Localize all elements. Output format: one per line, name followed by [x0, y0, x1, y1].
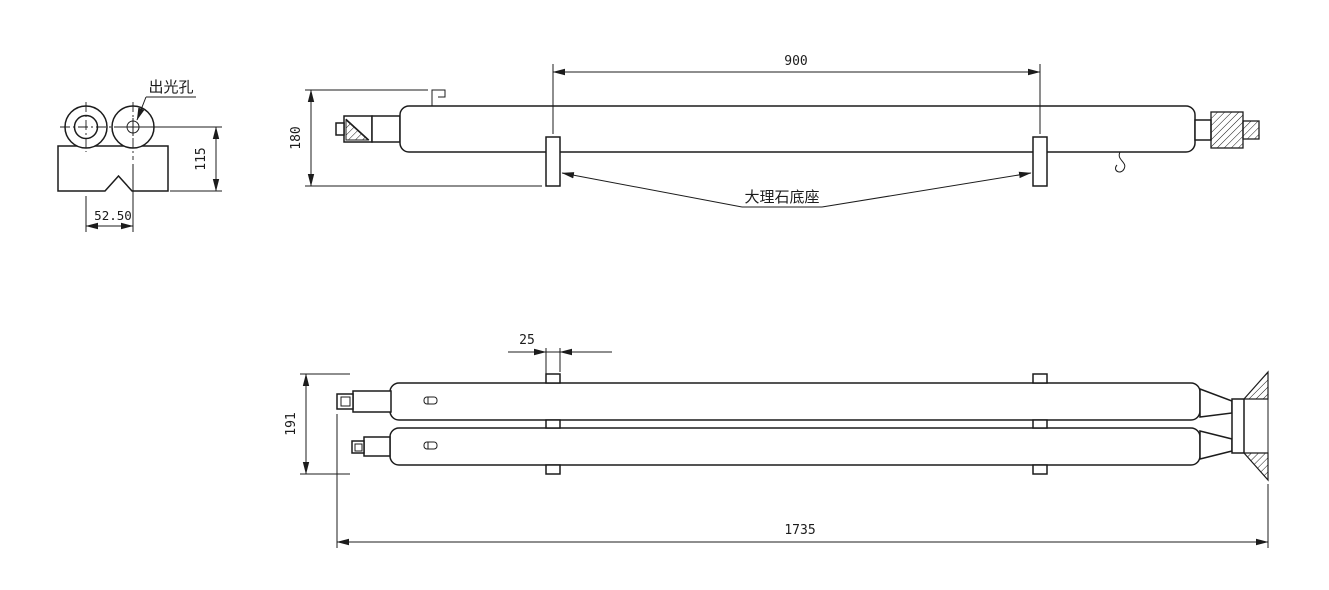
- light-exit-hole-callout: 出光孔: [136, 78, 196, 121]
- base-tab: [545, 419, 561, 429]
- v-block-base: [57, 145, 169, 192]
- dimension-tab-width: 25: [508, 333, 612, 380]
- marble-base-label: 大理石底座: [744, 188, 819, 206]
- coupler-stem: [1231, 398, 1245, 454]
- side-view: 900 180 大理石底座: [289, 54, 1260, 208]
- slot-outline: [423, 441, 438, 450]
- output-shaft: [1194, 119, 1212, 141]
- cable-hook: [1115, 151, 1126, 173]
- top-hook: [431, 89, 446, 106]
- slot-outline: [423, 396, 438, 405]
- marble-base-right: [1032, 136, 1048, 187]
- front-view: 出光孔 115 52.50: [57, 78, 222, 232]
- adjustment-knob: [1210, 111, 1244, 149]
- beam-coupler: [1199, 370, 1269, 482]
- dimension-overall-length: 1735: [336, 414, 1269, 548]
- top-view: 25 191 1735: [284, 333, 1269, 548]
- lower-tube-slot: [423, 441, 438, 450]
- dimension-side-height: 180: [289, 89, 542, 187]
- dimension-text-191: 191: [284, 412, 299, 435]
- knob-tip: [1242, 120, 1260, 140]
- dimension-front-offset: 52.50: [85, 164, 134, 232]
- laser-tube-body: [399, 105, 1196, 153]
- dimension-text-52-50: 52.50: [94, 208, 132, 223]
- lower-connector-detail: [354, 443, 363, 452]
- leader-line: [136, 96, 147, 121]
- rear-stub: [335, 122, 345, 136]
- base-tab: [1032, 464, 1048, 475]
- upper-tube-collar: [352, 390, 392, 413]
- leader-line-right: [821, 171, 1032, 208]
- rear-mirror-wedge: [345, 118, 370, 141]
- leader-line-left: [561, 172, 743, 208]
- dimension-text-25: 25: [519, 333, 535, 348]
- lower-tube-collar: [363, 436, 391, 457]
- base-tab: [1032, 373, 1048, 384]
- lower-tube: [389, 427, 1201, 466]
- mirror-bevel-line: [345, 118, 370, 141]
- dimension-front-height: 115: [141, 126, 222, 192]
- left-neck: [371, 115, 401, 143]
- base-tab: [1032, 419, 1048, 429]
- lower-coupler-neck: [1199, 430, 1233, 460]
- dimension-text-1735: 1735: [784, 523, 815, 538]
- upper-connector-detail: [340, 396, 351, 407]
- light-exit-hole-label: 出光孔: [148, 78, 193, 96]
- dimension-base-spacing: 900: [552, 54, 1041, 134]
- base-tab: [545, 373, 561, 384]
- dimension-pair-width: 191: [284, 373, 350, 475]
- dimension-text-180: 180: [289, 126, 304, 149]
- marble-base-left: [545, 136, 561, 187]
- upper-coupler-neck: [1199, 387, 1233, 418]
- coupler-wedge-bottom: [1242, 452, 1269, 482]
- upper-tube: [389, 382, 1201, 421]
- base-tab: [545, 464, 561, 475]
- coupler-wedge-top: [1242, 370, 1269, 400]
- marble-base-callout: 大理石底座: [561, 171, 1032, 208]
- dimension-text-900: 900: [784, 54, 807, 69]
- dimension-text-115: 115: [194, 147, 209, 170]
- upper-tube-slot: [423, 396, 438, 405]
